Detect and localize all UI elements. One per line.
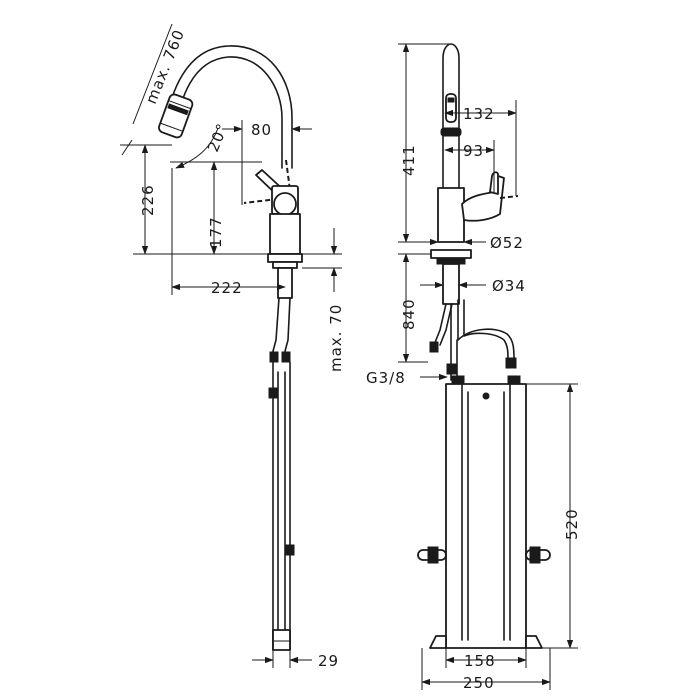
- front-lever: [461, 175, 505, 222]
- side-hose-clip: [268, 387, 278, 399]
- label-lever-height: 177: [207, 216, 225, 248]
- label-max-thickness: max. 70: [327, 304, 345, 372]
- side-lever-pivot: [273, 192, 297, 216]
- side-body: [269, 213, 301, 255]
- label-spout-projection: 222: [211, 279, 243, 297]
- label-base-diameter: Ø34: [492, 277, 526, 295]
- side-spout-inner: [175, 56, 283, 169]
- side-spout: [165, 45, 293, 169]
- front-hose-left: [433, 303, 447, 346]
- front-box-hole: [482, 392, 490, 400]
- front-hose-right: [457, 299, 515, 361]
- front-hose-right-fitting: [505, 357, 517, 369]
- label-lever-offset: 93: [463, 142, 484, 160]
- dim-arc-spray-angle: [175, 127, 219, 169]
- front-box-clip-right: [525, 546, 551, 564]
- front-spray-ring: [440, 127, 462, 137]
- front-spray-button-mark: [447, 97, 455, 103]
- label-spout-offset: 80: [251, 121, 272, 139]
- label-spout-height: 226: [139, 184, 157, 216]
- front-box-top-fitting: [451, 375, 465, 385]
- side-spray-head: [158, 93, 194, 139]
- side-shank: [277, 267, 293, 299]
- label-box-outer-width: 250: [463, 674, 495, 692]
- side-fitting: [269, 351, 279, 363]
- side-hose-clip-2: [285, 544, 295, 556]
- front-hose-left-fitting: [429, 341, 439, 353]
- front-box-top-fitting-2: [507, 375, 521, 385]
- label-body-diameter: Ø52: [490, 234, 524, 252]
- side-lever-alt-2: [285, 159, 291, 191]
- side-fitting-2: [281, 351, 291, 363]
- dim-line-max-reach: [132, 23, 173, 125]
- side-view: max. 760 20° 80 226 177 222 max. 70: [120, 23, 345, 670]
- side-lever-alt: [243, 197, 287, 204]
- label-lever-reach: 132: [463, 105, 495, 123]
- label-box-inner-width: 158: [464, 652, 496, 670]
- front-box-clip-left: [417, 546, 447, 564]
- dim-tick-spout-height: [121, 139, 133, 156]
- side-supply-tube-2: [283, 297, 291, 356]
- front-box: [445, 383, 527, 649]
- label-spray-angle: 20°: [204, 120, 232, 154]
- label-hose-width: 29: [318, 652, 339, 670]
- front-hose-center-fitting: [446, 363, 458, 375]
- side-supply-tube: [271, 297, 280, 356]
- front-view: 411 132 93 Ø52 Ø34 840 G3/8 520: [366, 43, 581, 692]
- front-body: [437, 187, 465, 243]
- side-base: [267, 253, 303, 263]
- front-hose-right-2: [463, 299, 509, 361]
- label-box-height: 520: [563, 508, 581, 540]
- label-connection-thread: G3/8: [366, 369, 406, 387]
- front-box-foot-left: [429, 635, 447, 649]
- front-hose-left-2: [439, 303, 453, 346]
- front-shank: [442, 263, 460, 305]
- label-max-reach: max. 760: [142, 27, 188, 107]
- front-base: [430, 249, 472, 259]
- front-lever-alt: [499, 195, 519, 199]
- front-box-foot-right: [525, 635, 543, 649]
- side-weight: [272, 629, 291, 651]
- label-total-height: 411: [400, 144, 418, 176]
- label-hose-length: 840: [400, 298, 418, 330]
